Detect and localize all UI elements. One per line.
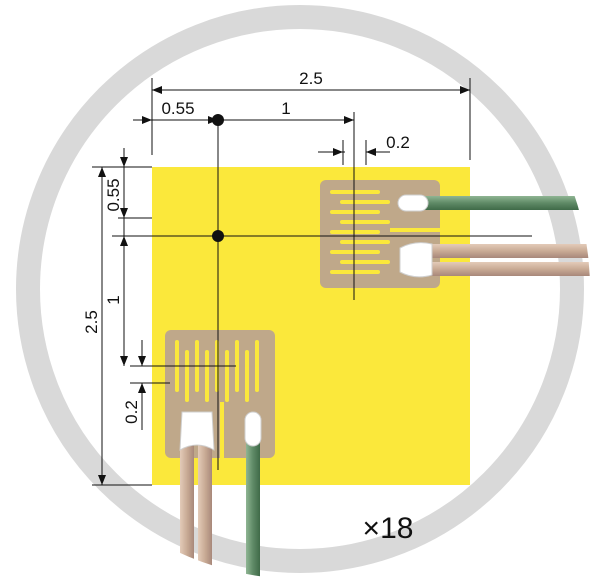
label-total-width: 2.5 xyxy=(299,69,323,88)
label-pitch-x: 1 xyxy=(281,99,290,118)
dimension-lines xyxy=(92,78,532,486)
solder-tab-right-bottom xyxy=(399,242,433,278)
solder-tab-right-top xyxy=(397,194,429,212)
dimension-arrows xyxy=(98,86,470,485)
solder-tab-left xyxy=(179,411,215,451)
magnification-label: ×18 xyxy=(363,512,414,545)
label-gauge-y-width: 0.2 xyxy=(122,400,141,424)
label-pitch-y: 1 xyxy=(104,295,123,304)
label-total-height: 2.5 xyxy=(82,310,101,334)
label-gauge-x-width: 0.2 xyxy=(386,133,410,152)
label-offset-x: 0.55 xyxy=(161,99,194,118)
label-offset-y: 0.55 xyxy=(104,178,123,211)
reference-point-center xyxy=(212,230,224,242)
lead-wires-right xyxy=(397,194,590,278)
magnifier-ring xyxy=(16,5,584,573)
solder-tab-left-green xyxy=(244,411,262,447)
reference-point-top xyxy=(212,114,224,126)
lead-wires-left xyxy=(179,411,262,579)
